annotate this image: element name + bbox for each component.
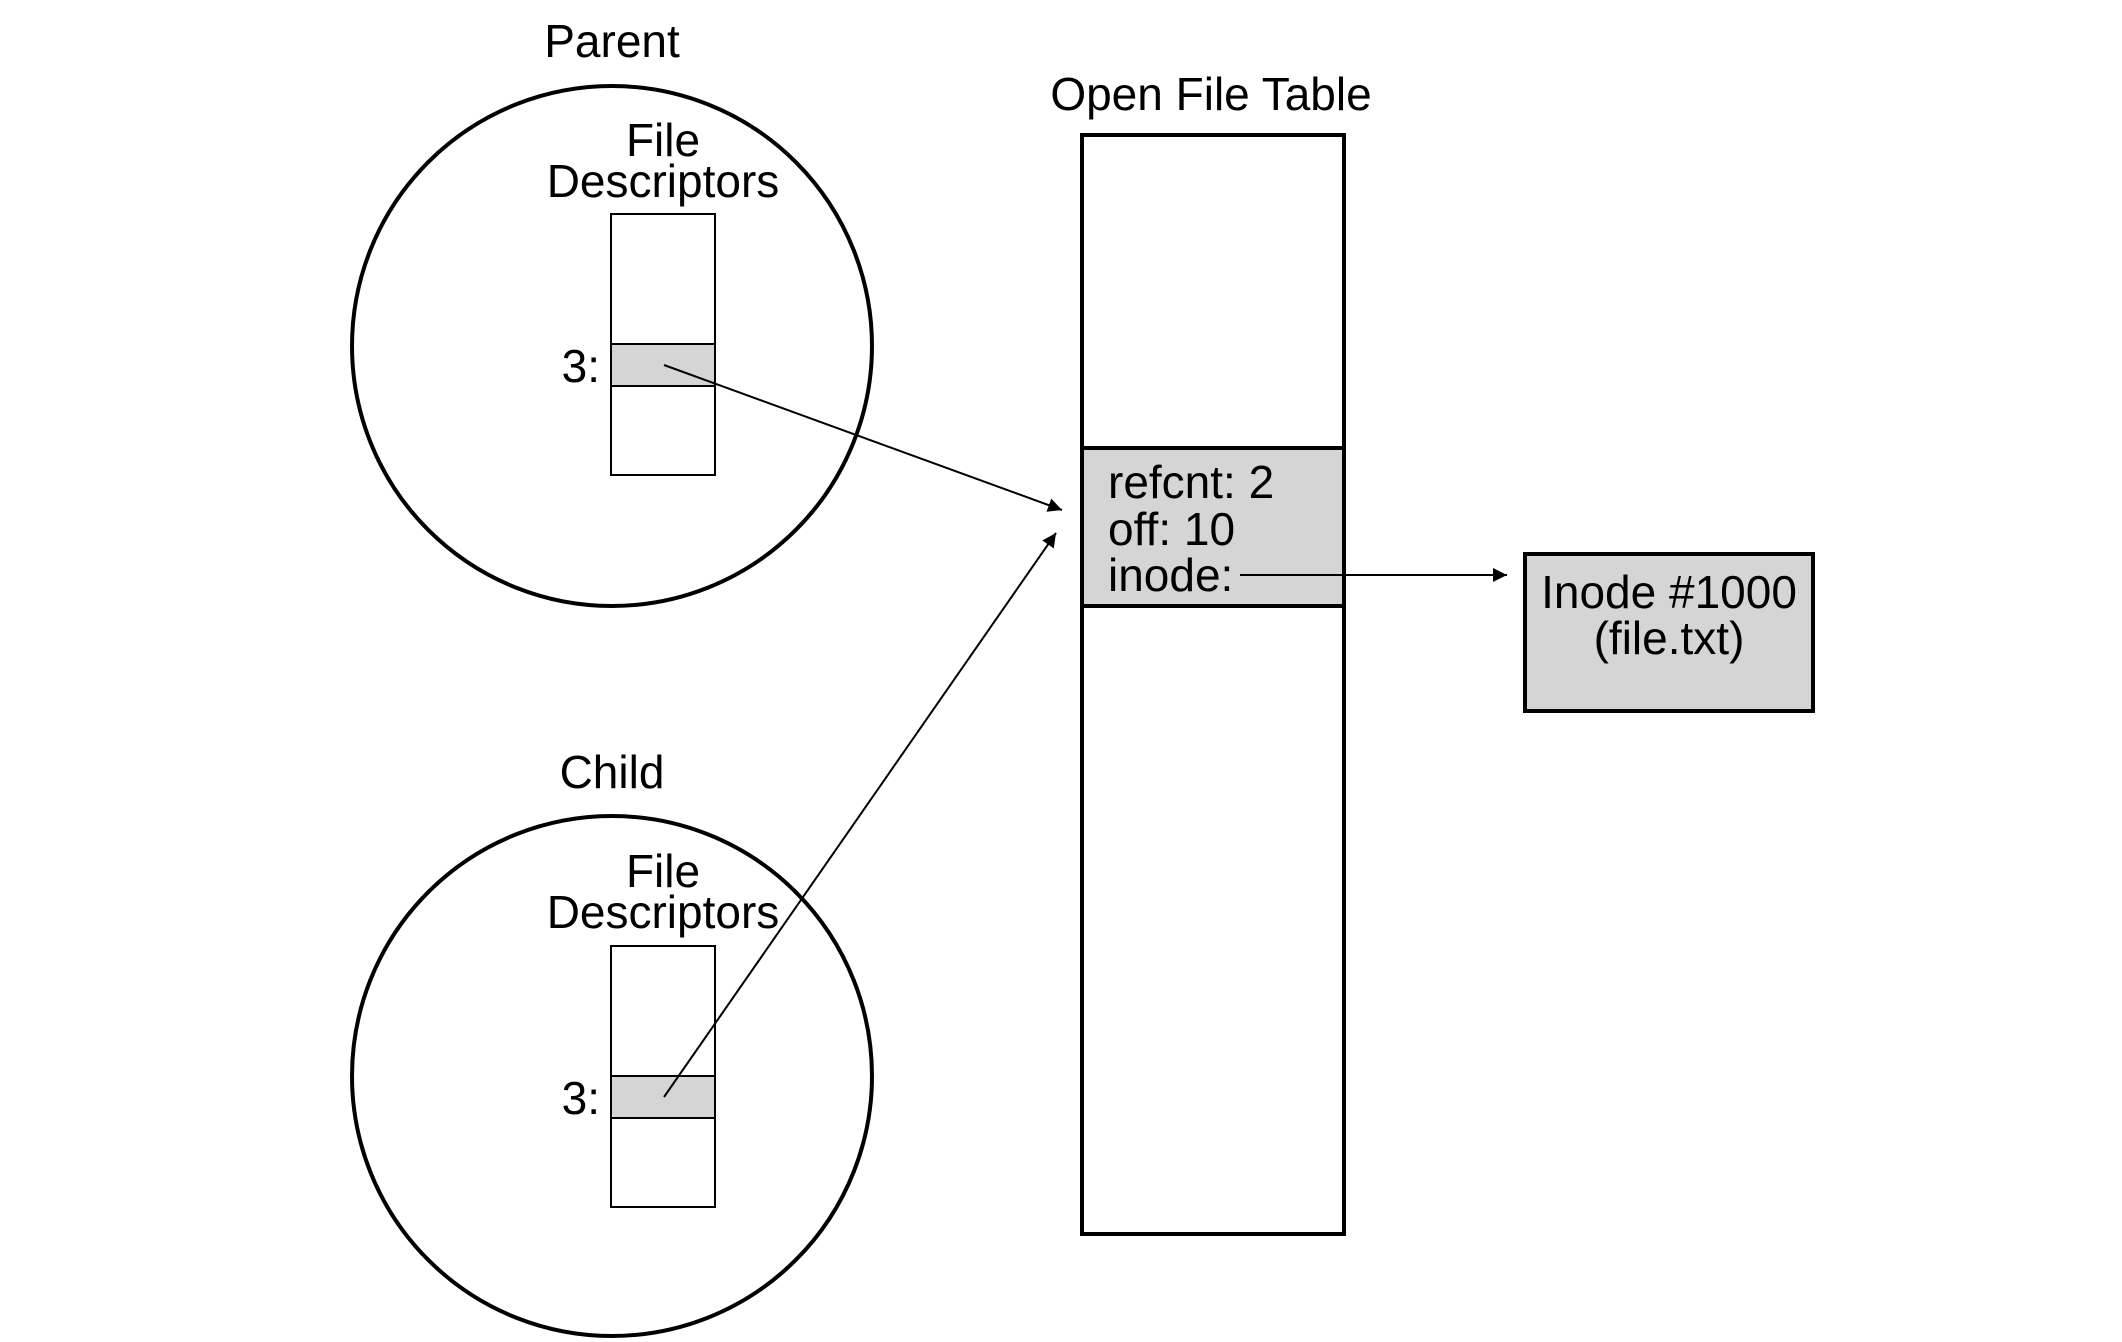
parent-process-circle [350,84,874,608]
child-process-circle [350,814,874,1338]
child-fd-slot-3 [610,1075,716,1119]
inode: Inode #1000 (file.txt) [1523,552,1815,713]
parent-title: Parent [544,15,680,67]
inode-number: Inode #1000 [1541,566,1797,618]
entry-refcnt: refcnt: 2 [1108,456,1274,508]
inode-filename: (file.txt) [1594,612,1745,664]
inode-box [1523,552,1815,713]
parent-fd-heading-line1: File [626,114,700,166]
open-file-table-title: Open File Table [1050,68,1371,120]
open-file-table-box [1080,133,1346,1236]
open-file-table: Open File Table refcnt: 2 off: 10 inode: [1050,68,1372,1236]
parent-process: Parent File Descriptors 3: [350,15,874,608]
child-title: Child [560,746,665,798]
child-fd-heading-line1: File [626,845,700,897]
open-file-table-entry [1080,446,1346,608]
parent-fd-slot-3 [610,343,716,387]
entry-offset: off: 10 [1108,503,1235,555]
child-fd-heading-line2: Descriptors [547,886,780,938]
parent-fd-arrow [663,364,1063,512]
parent-fd-heading-line2: Descriptors [547,155,780,207]
child-fd-slot-label: 3: [562,1072,600,1124]
child-fd-arrow [663,532,1057,1098]
entry-inode: inode: [1108,549,1233,601]
parent-fd-slot-label: 3: [562,340,600,392]
child-process: Child File Descriptors 3: [350,746,874,1338]
